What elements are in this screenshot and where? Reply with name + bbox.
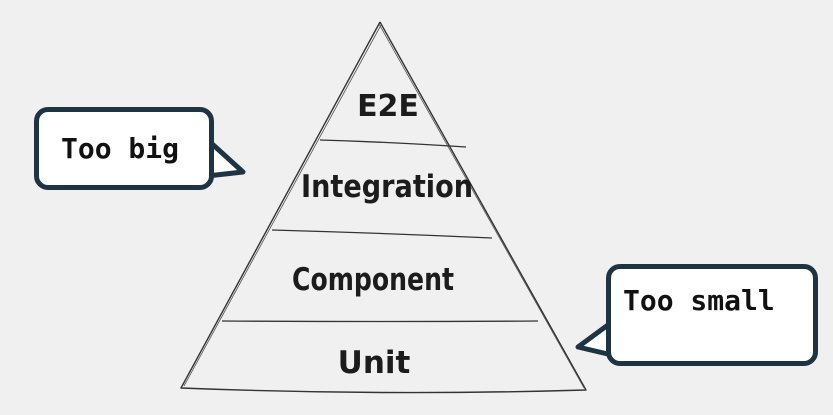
layer-label-e2e: E2E (357, 89, 419, 124)
layer-label-integration: Integration (301, 169, 473, 205)
divider-integration-component (271, 229, 493, 239)
callout-too-big-text: Too big (61, 132, 180, 165)
layer-label-component: Component (292, 262, 454, 298)
divider-component-unit (221, 320, 539, 323)
divider-e2e-integration (319, 139, 467, 148)
callout-too-small: Too small (606, 264, 818, 366)
callout-tail-top (206, 140, 246, 179)
callout-too-small-text: Too small (623, 283, 775, 317)
callout-tail-bottom (575, 319, 614, 358)
layer-label-unit: Unit (338, 345, 411, 381)
callout-too-big: Too big (34, 107, 214, 190)
pyramid-outline (180, 21, 587, 394)
